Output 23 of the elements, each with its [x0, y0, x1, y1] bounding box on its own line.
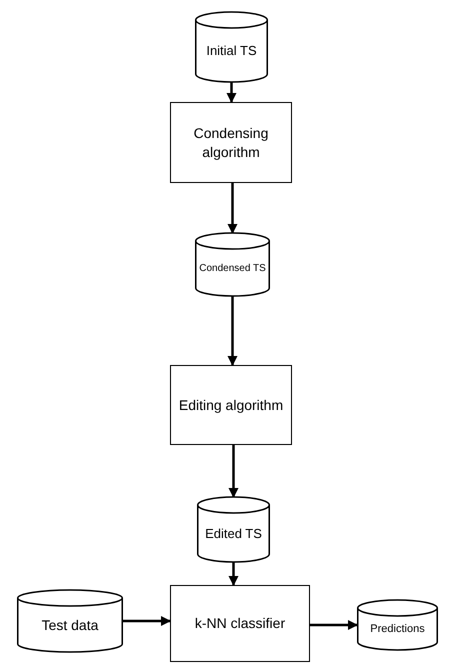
arrow — [228, 296, 238, 366]
node-label: Condensing algorithm — [192, 124, 270, 162]
arrow — [228, 183, 238, 234]
arrow — [228, 562, 238, 586]
node-label: Editing algorithm — [178, 396, 284, 414]
process-box — [170, 365, 292, 445]
node-label: Condensed TS — [199, 262, 266, 276]
node-label: Predictions — [370, 622, 425, 636]
arrow — [228, 445, 238, 498]
database-cylinder — [195, 233, 270, 296]
node-label: k-NN classifier — [194, 614, 286, 633]
arrow — [310, 620, 358, 630]
database-cylinder — [195, 12, 268, 82]
process-box — [170, 102, 292, 183]
arrow — [226, 82, 236, 103]
process-box — [170, 585, 310, 662]
database-cylinder — [197, 497, 270, 562]
node-label: Test data — [42, 616, 98, 634]
arrow — [123, 616, 171, 626]
database-cylinder — [357, 600, 438, 650]
database-cylinder — [17, 590, 123, 652]
node-label: Edited TS — [205, 524, 262, 542]
node-label: Initial TS — [206, 42, 257, 60]
